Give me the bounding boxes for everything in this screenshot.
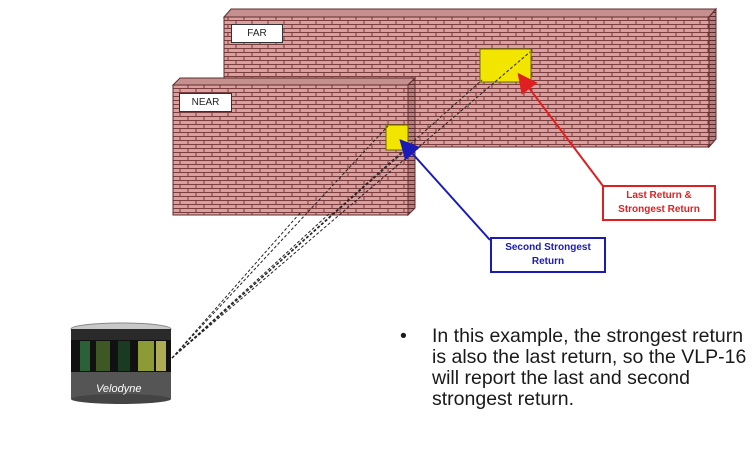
red-arrow — [517, 72, 604, 187]
far-wall-label: FAR — [231, 24, 283, 43]
bullet-text: In this example, the strongest return is… — [432, 325, 747, 410]
last-strongest-return-callout: Last Return & Strongest Return — [602, 185, 716, 221]
laser-beams — [171, 51, 531, 359]
lidar-sensor: Velodyne — [70, 322, 172, 404]
far-target — [479, 48, 532, 83]
near-wall-label: NEAR — [179, 93, 232, 112]
lidar-brand-label: Velodyne — [96, 383, 141, 395]
blue-arrow — [399, 139, 491, 241]
second-strongest-return-callout: Second Strongest Return — [490, 237, 606, 273]
bullet-dot: • — [400, 325, 407, 347]
